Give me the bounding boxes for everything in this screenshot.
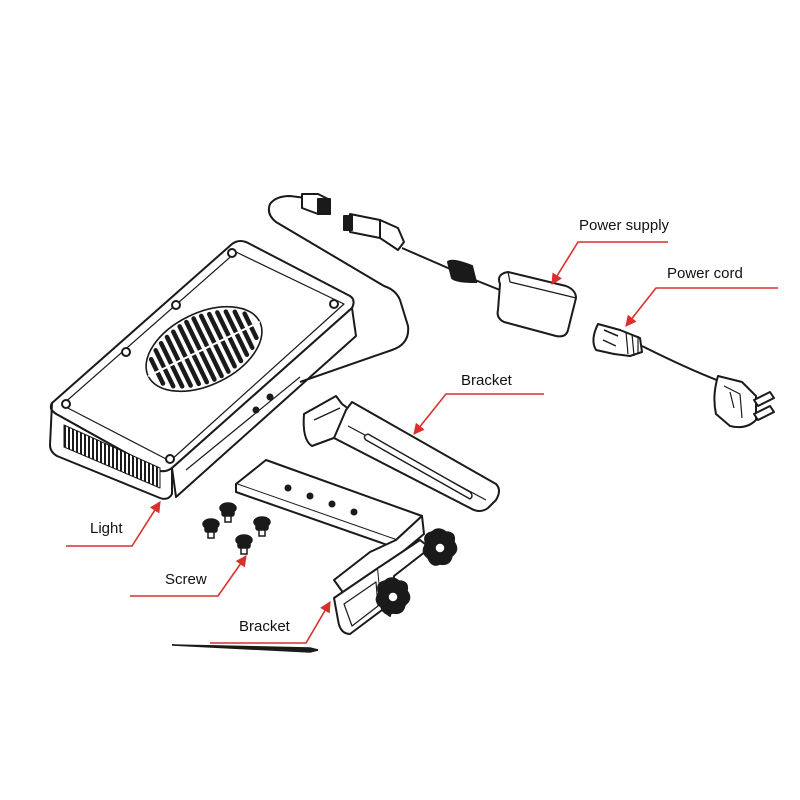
dc-socket	[343, 213, 405, 251]
light-screw-dot	[121, 347, 131, 357]
leader-screw	[130, 555, 247, 597]
light-screw-dot	[61, 399, 71, 409]
light-side-hole	[266, 393, 274, 401]
light-side-face	[171, 307, 357, 498]
label-screw: Screw	[165, 571, 207, 588]
label-power-cord: Power cord	[667, 265, 743, 282]
screw-part	[202, 502, 271, 555]
screw-3	[253, 516, 271, 537]
leader-power-supply	[551, 241, 668, 285]
dc-plug	[301, 193, 331, 215]
screw-2	[202, 518, 220, 539]
leader-light	[66, 501, 161, 547]
light-screw-dot	[165, 454, 175, 464]
light-fan-grille	[145, 305, 263, 393]
power-cord	[592, 323, 775, 429]
label-bracket-slotted: Bracket	[461, 372, 512, 389]
bracket-slotted	[302, 395, 500, 512]
label-light: Light	[90, 520, 123, 537]
screw-1	[219, 502, 237, 523]
bracket-clamp	[235, 459, 431, 635]
light-screw-dot	[227, 248, 237, 258]
leader-bracket-bottom	[210, 601, 331, 644]
tool-stylus	[171, 644, 319, 653]
leader-bracket-top	[413, 393, 544, 435]
label-bracket-clamp: Bracket	[239, 618, 290, 635]
label-power-supply: Power supply	[579, 217, 670, 234]
screw-4	[235, 534, 253, 555]
light-screw-dot	[329, 299, 339, 309]
ferrite-bead	[446, 259, 478, 284]
light-vent-grille	[63, 424, 161, 489]
thumb-knob	[422, 528, 458, 566]
leader-power-cord	[625, 287, 778, 327]
light-screw-dot	[171, 300, 181, 310]
thumb-knob	[375, 577, 411, 615]
light-fixture	[49, 240, 357, 500]
light-side-groove	[185, 376, 301, 471]
power-supply-brick	[496, 271, 577, 338]
light-cable	[267, 194, 410, 383]
